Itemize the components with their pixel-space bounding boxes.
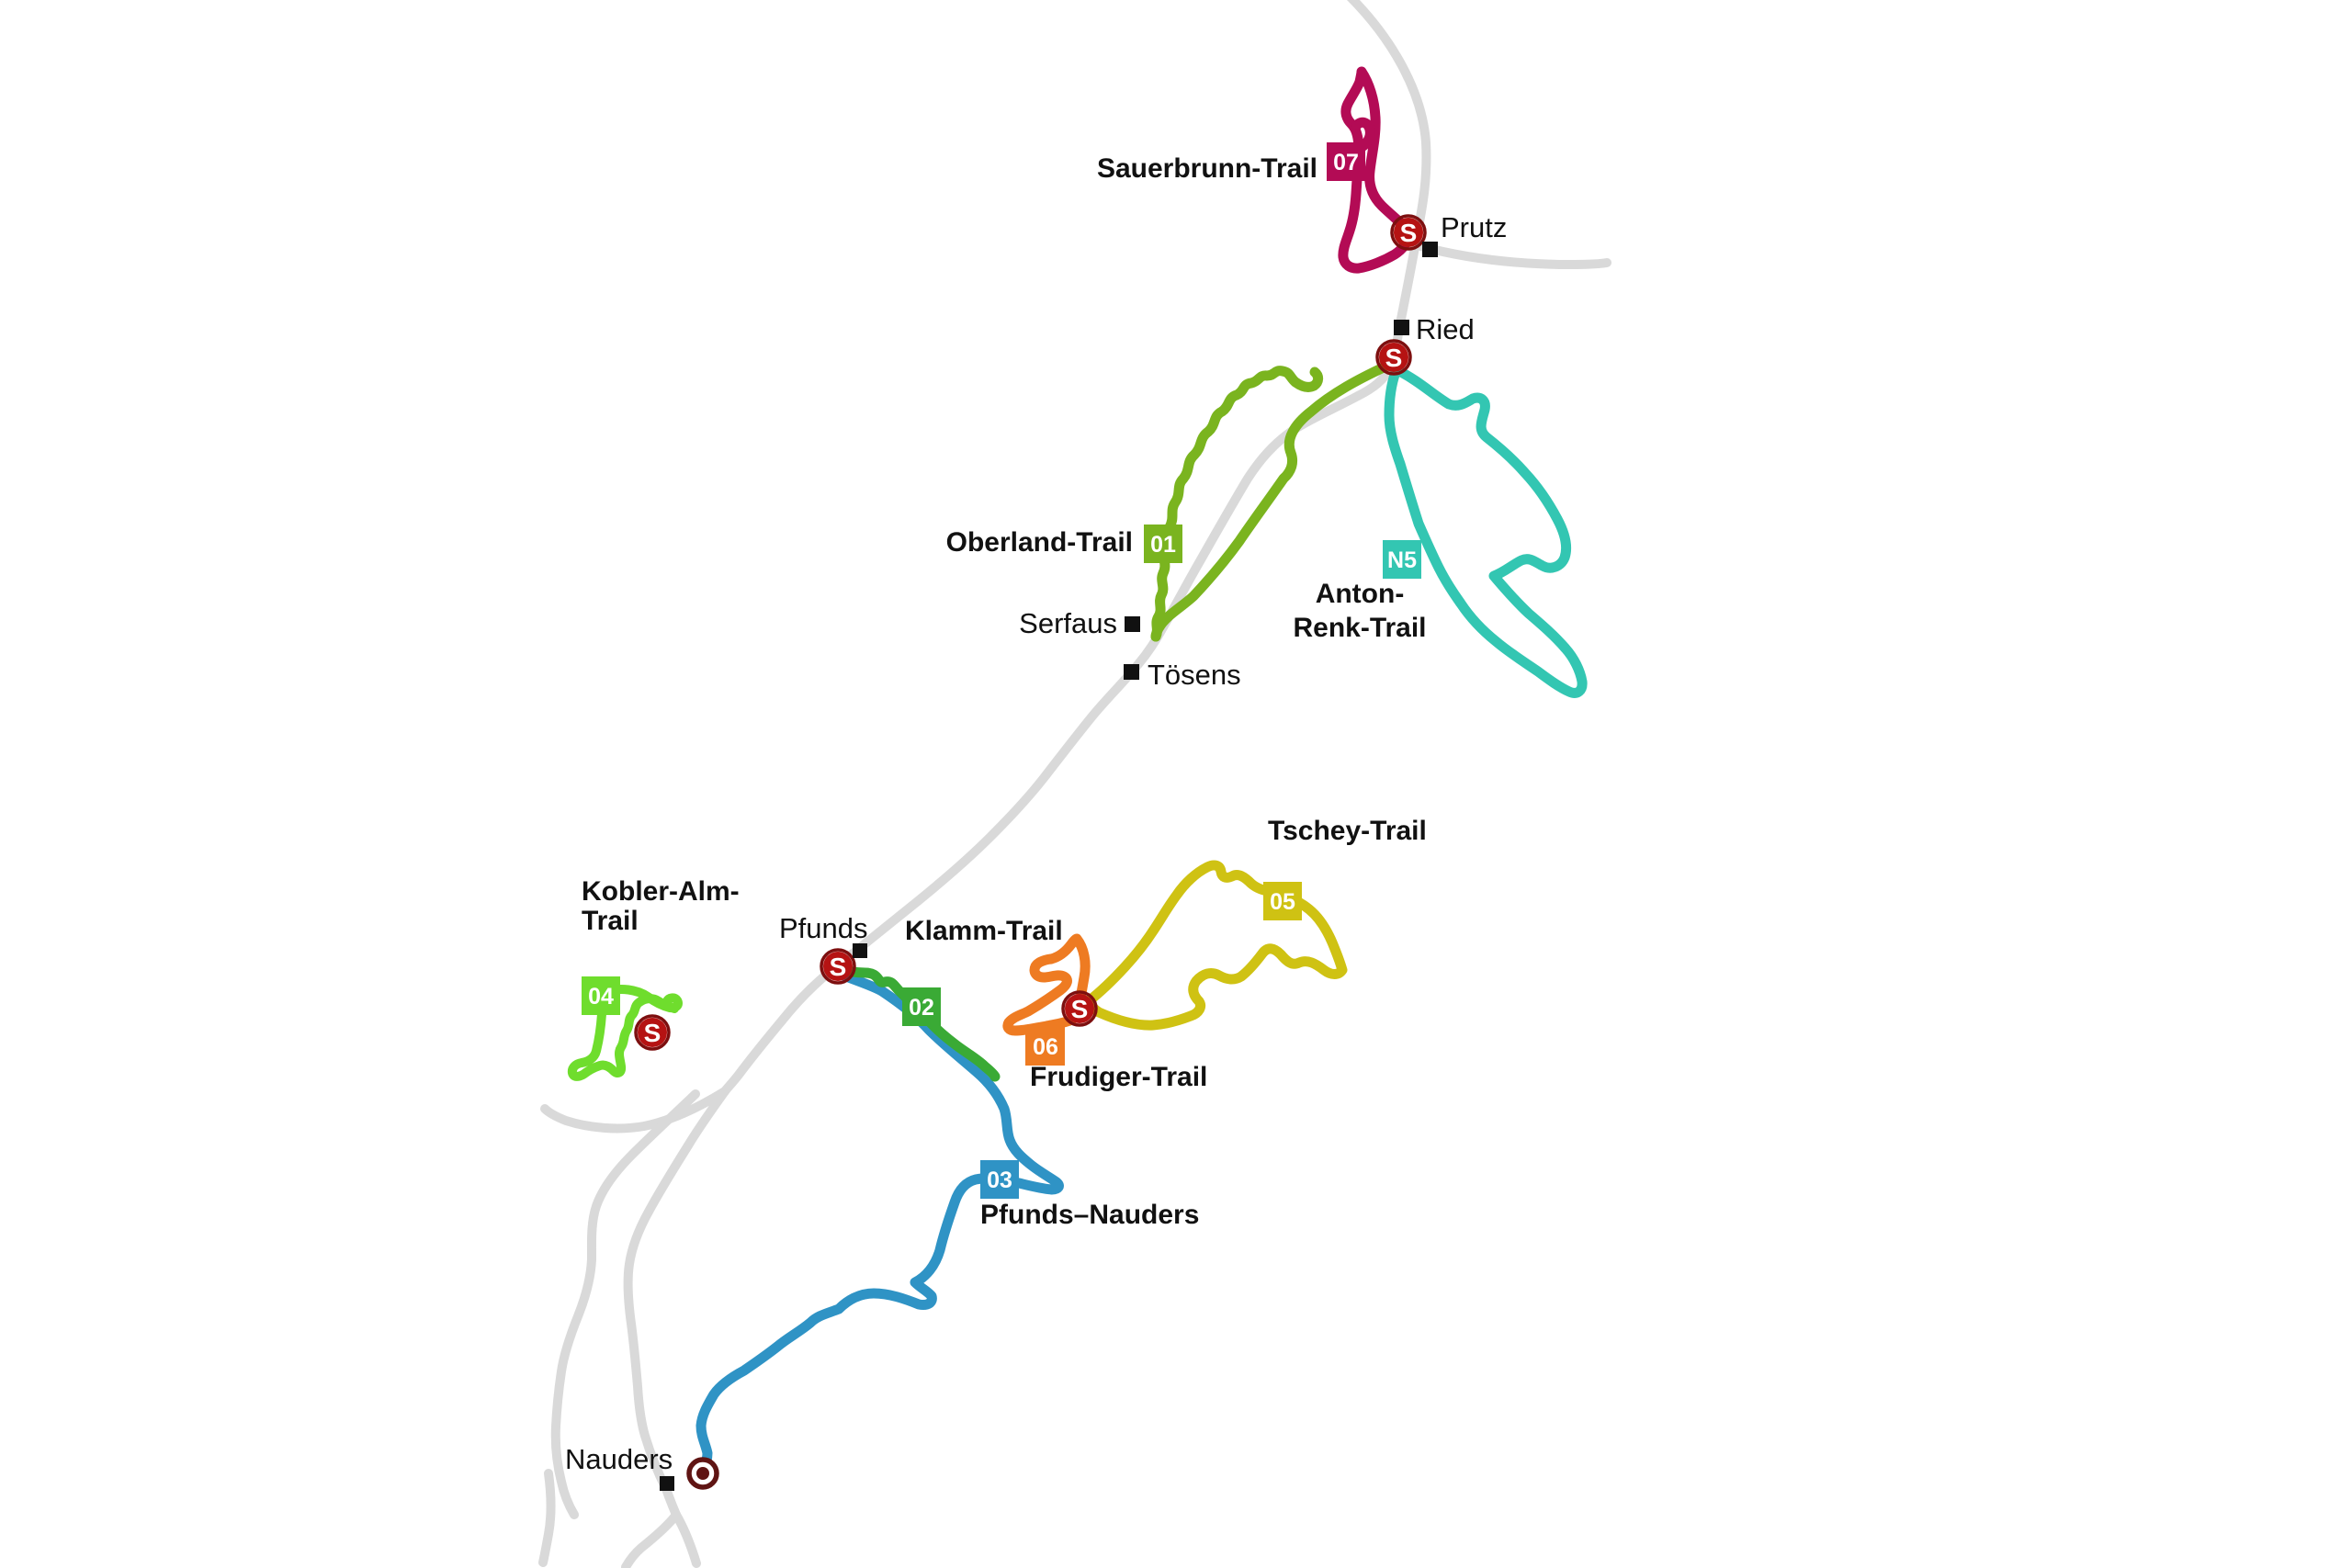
start-marker-kobler-circle	[638, 1018, 667, 1047]
town-pfunds-square	[853, 943, 867, 958]
trail-line-oberland-east	[1150, 361, 1391, 642]
badge-frudiger-box	[1025, 1026, 1065, 1066]
start-marker-ried-circle	[1379, 343, 1408, 372]
start-marker-prutz-letter: S	[1400, 219, 1418, 247]
trail-line-anton-renk	[1384, 365, 1588, 698]
badge-sauerbrunn-number: 07	[1333, 150, 1359, 175]
badge-tschey-number: 05	[1270, 889, 1295, 915]
start-marker-frudiger: S	[1061, 990, 1098, 1027]
start-marker-prutz-circle	[1394, 218, 1423, 247]
start-marker-kobler: S	[634, 1014, 671, 1051]
badge-oberland-number: 01	[1150, 532, 1176, 558]
trail-line-kobler-arc	[602, 985, 683, 1013]
trail-line-pfunds-nauders	[695, 969, 1064, 1476]
badge-oberland: 01	[1144, 525, 1182, 563]
road-east-of-prutz	[1416, 242, 1611, 269]
badge-anton-renk-number: N5	[1387, 547, 1417, 573]
start-markers: S S S S S	[634, 214, 1427, 1490]
start-marker-ried-ring	[1375, 339, 1412, 376]
start-marker-kobler-letter: S	[644, 1019, 662, 1047]
label-pfunds-nauders: Pfunds–Nauders	[980, 1200, 1199, 1230]
town-prutz-label: Prutz	[1441, 211, 1507, 243]
label-anton-renk-line2: Renk-Trail	[1293, 613, 1426, 643]
badge-sauerbrunn: 07	[1327, 142, 1365, 181]
town-nauders: Nauders	[565, 1443, 674, 1491]
town-prutz-square	[1422, 242, 1438, 257]
start-marker-prutz: S	[1390, 214, 1427, 251]
town-toesens-square	[1124, 664, 1139, 680]
trail-line-sauerbrunn	[1338, 66, 1413, 274]
trail-labels: Sauerbrunn-Trail Oberland-Trail Anton- R…	[582, 153, 1427, 1230]
town-toesens: Tösens	[1124, 659, 1241, 691]
road-south-to-nauders	[623, 1087, 729, 1568]
label-frudiger-trail: Frudiger-Trail	[1030, 1062, 1207, 1092]
town-nauders-square	[660, 1476, 674, 1491]
label-kobler-alm-trail: Kobler-Alm- Trail	[582, 876, 740, 936]
town-pfunds: Pfunds	[779, 912, 868, 958]
label-kobler-line1: Kobler-Alm-	[582, 876, 740, 907]
towns: Prutz Ried Serfaus Tösens Pfunds Nauders	[565, 211, 1507, 1491]
end-marker-nauders-dot	[696, 1467, 709, 1480]
start-marker-pfunds: S	[820, 948, 856, 985]
badge-klamm: 02	[902, 987, 941, 1026]
badge-anton-renk: N5	[1383, 540, 1421, 579]
trail-line-oberland-west	[1150, 366, 1324, 642]
town-serfaus-square	[1125, 616, 1140, 632]
label-oberland-trail: Oberland-Trail	[946, 527, 1133, 558]
trail-badges: 07 01 N5 05 04 02 06 03	[582, 142, 1421, 1199]
end-marker-nauders	[686, 1457, 719, 1490]
start-marker-frudiger-ring	[1061, 990, 1098, 1027]
road-south-branch	[621, 1510, 681, 1568]
badge-klamm-number: 02	[909, 995, 934, 1021]
town-pfunds-label: Pfunds	[779, 912, 868, 944]
badge-pfunds-nauders: 03	[980, 1160, 1019, 1199]
start-marker-kobler-ring	[634, 1014, 671, 1051]
label-sauerbrunn-trail: Sauerbrunn-Trail	[1097, 153, 1317, 184]
label-anton-renk-line1: Anton-	[1316, 579, 1405, 609]
label-tschey-trail: Tschey-Trail	[1268, 816, 1427, 846]
road-hairpin-west	[550, 1089, 700, 1519]
start-marker-pfunds-circle	[823, 952, 853, 981]
badge-kobler: 04	[582, 976, 620, 1015]
badge-klamm-box	[902, 987, 941, 1026]
trail-line-tschey	[1084, 860, 1348, 1031]
badge-tschey: 05	[1263, 882, 1302, 920]
badge-frudiger: 06	[1025, 1026, 1065, 1066]
badge-kobler-number: 04	[588, 984, 614, 1010]
start-marker-prutz-ring	[1390, 214, 1427, 251]
start-marker-frudiger-circle	[1065, 994, 1094, 1023]
road-west-arc	[540, 1087, 729, 1134]
town-toesens-label: Tösens	[1148, 659, 1241, 691]
town-serfaus: Serfaus	[1019, 607, 1140, 639]
badge-sauerbrunn-box	[1327, 142, 1365, 181]
road-left-squiggle	[538, 1469, 556, 1567]
label-klamm-trail: Klamm-Trail	[905, 916, 1063, 946]
badge-pfunds-nauders-number: 03	[987, 1168, 1012, 1193]
trail-lines	[567, 66, 1588, 1476]
start-marker-ried-letter: S	[1385, 344, 1403, 372]
badge-pfunds-nauders-box	[980, 1160, 1019, 1199]
badge-anton-renk-box	[1383, 540, 1421, 579]
start-marker-pfunds-ring	[820, 948, 856, 985]
badge-oberland-box	[1144, 525, 1182, 563]
label-kobler-line2: Trail	[582, 906, 639, 936]
badge-tschey-box	[1263, 882, 1302, 920]
town-ried: Ried	[1394, 313, 1475, 345]
town-serfaus-label: Serfaus	[1019, 607, 1117, 639]
badge-kobler-box	[582, 976, 620, 1015]
town-prutz: Prutz	[1422, 211, 1507, 257]
start-marker-ried: S	[1375, 339, 1412, 376]
label-anton-renk-trail: Anton- Renk-Trail	[1293, 579, 1426, 643]
town-ried-label: Ried	[1416, 313, 1475, 345]
start-marker-pfunds-letter: S	[830, 953, 847, 981]
town-nauders-label: Nauders	[565, 1443, 673, 1475]
town-ried-square	[1394, 320, 1409, 335]
badge-frudiger-number: 06	[1033, 1034, 1058, 1060]
trail-line-kobler-loop	[567, 994, 679, 1081]
start-marker-frudiger-letter: S	[1071, 995, 1089, 1023]
